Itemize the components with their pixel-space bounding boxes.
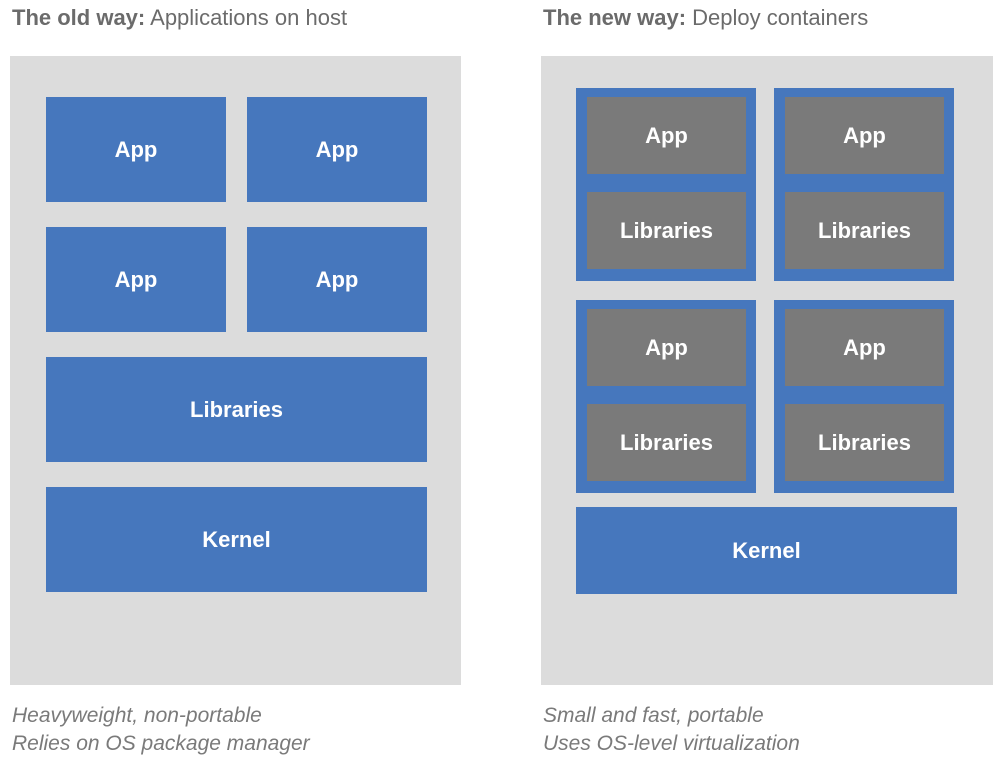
container-app-box: App	[785, 309, 944, 386]
container-libraries-box: Libraries	[785, 404, 944, 481]
old-app-box: App	[46, 97, 226, 202]
new-way-heading-text: Deploy containers	[686, 5, 869, 30]
old-app-box: App	[247, 97, 427, 202]
old-way-heading-text: Applications on host	[145, 5, 348, 30]
old-way-caption-line1: Heavyweight, non-portable	[12, 704, 262, 727]
new-way-heading-bold: The new way:	[543, 5, 687, 30]
container-app-box: App	[785, 97, 944, 174]
container-libraries-box: Libraries	[785, 192, 944, 269]
new-way-caption-line1: Small and fast, portable	[543, 704, 764, 727]
new-kernel-box: Kernel	[576, 507, 957, 594]
old-app-box: App	[46, 227, 226, 332]
old-way-heading-bold: The old way:	[12, 5, 146, 30]
new-way-host-panel: App Libraries App Libraries App Librarie…	[541, 56, 993, 685]
container-box: App Libraries	[576, 300, 756, 493]
old-way-caption-line2: Relies on OS package manager	[12, 732, 310, 755]
container-app-box: App	[587, 97, 746, 174]
old-app-box: App	[247, 227, 427, 332]
old-way-heading: The old way: Applications on host	[12, 4, 347, 32]
container-app-box: App	[587, 309, 746, 386]
new-way-heading: The new way: Deploy containers	[543, 4, 868, 32]
old-way-caption: Heavyweight, non-portable Relies on OS p…	[12, 702, 310, 758]
old-libraries-box: Libraries	[46, 357, 427, 462]
new-way-caption-line2: Uses OS-level virtualization	[543, 732, 800, 755]
container-libraries-box: Libraries	[587, 192, 746, 269]
container-box: App Libraries	[774, 88, 954, 281]
container-box: App Libraries	[576, 88, 756, 281]
old-way-host-panel: App App App App Libraries Kernel	[10, 56, 461, 685]
new-way-caption: Small and fast, portable Uses OS-level v…	[543, 702, 800, 758]
old-kernel-box: Kernel	[46, 487, 427, 592]
container-libraries-box: Libraries	[587, 404, 746, 481]
container-box: App Libraries	[774, 300, 954, 493]
